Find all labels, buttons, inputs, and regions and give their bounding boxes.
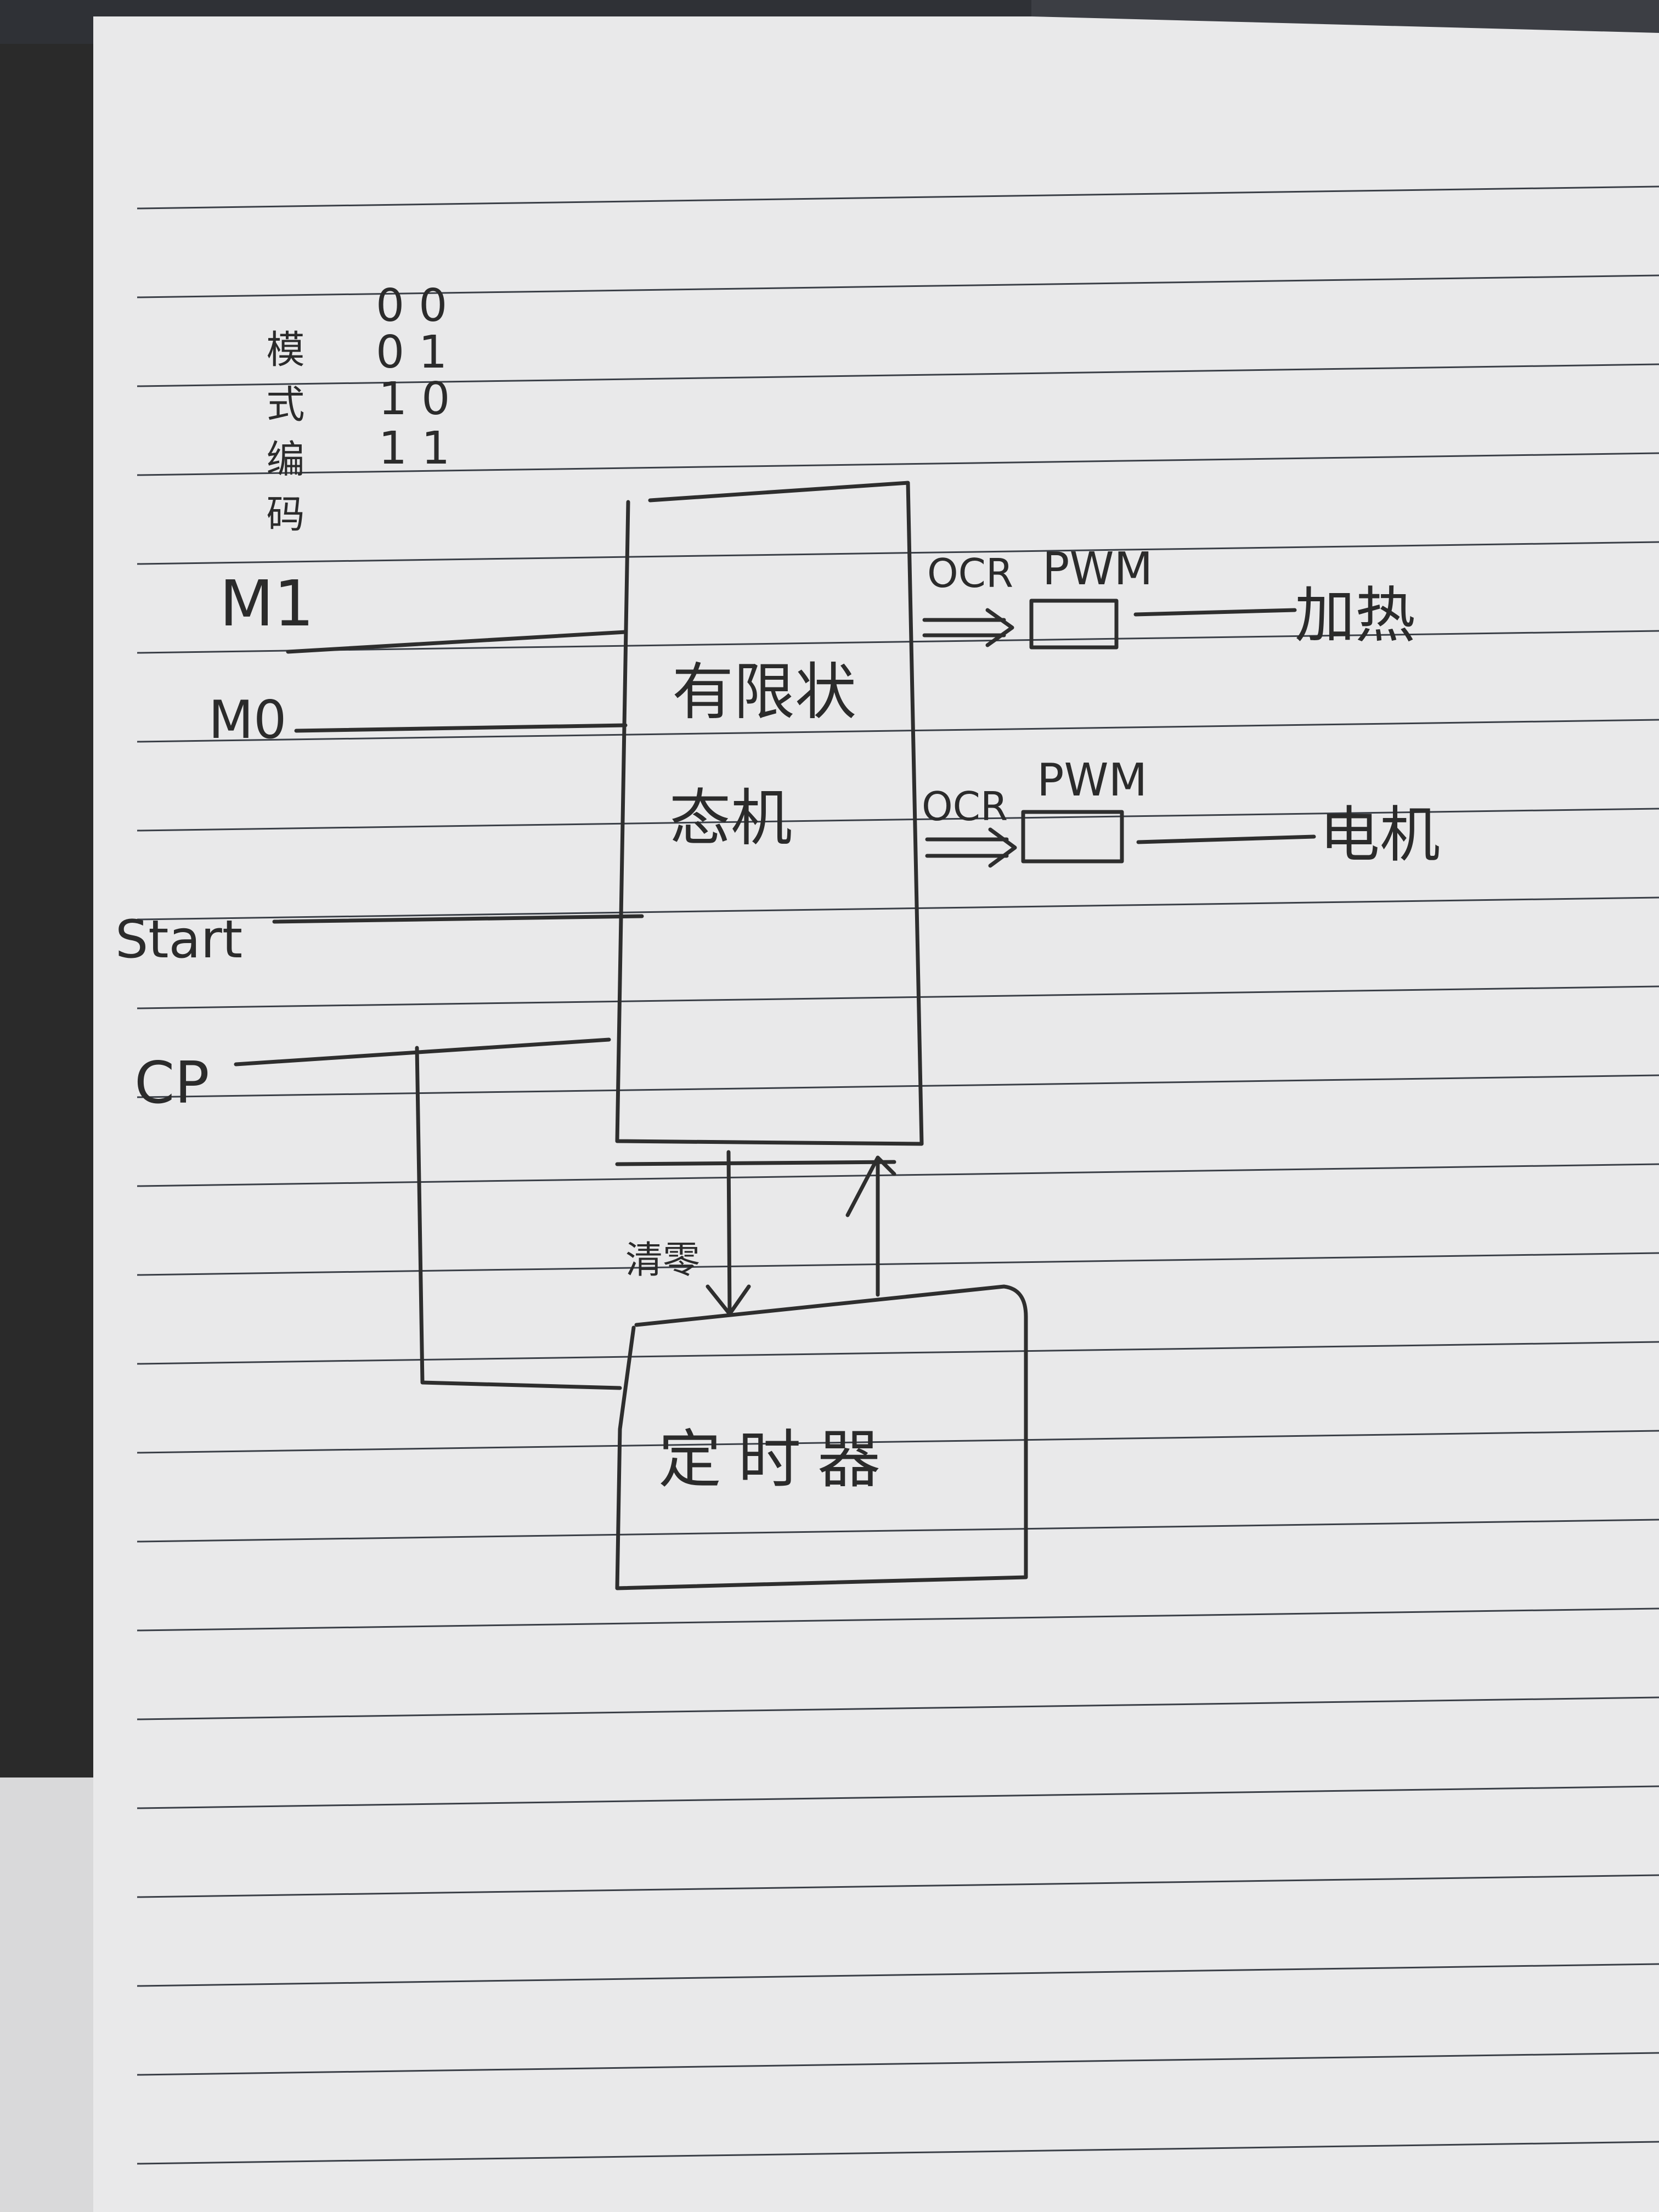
input-start: Start <box>115 910 644 970</box>
fsm-block: 有限状 态机 <box>615 481 924 1146</box>
output-heater-pwm: PWM <box>1042 543 1153 595</box>
mode-code-10: 10 <box>379 373 464 425</box>
ruled-lines <box>137 185 1659 2165</box>
fsm-label-line1: 有限状 <box>672 657 856 728</box>
ruled-line <box>137 1341 1659 1365</box>
mode-code-11: 11 <box>379 422 464 475</box>
fsm-box-outline <box>615 481 924 1146</box>
ruled-line <box>137 719 1659 743</box>
ruled-line <box>137 1074 1659 1098</box>
ruled-line <box>137 1963 1659 1987</box>
input-m1: M1 <box>219 567 628 654</box>
ruled-line <box>137 1874 1659 1898</box>
fsm-label-line2: 态机 <box>669 783 792 854</box>
ruled-line <box>137 1252 1659 1276</box>
output-motor-pwm: PWM <box>1037 754 1147 806</box>
output-motor-double-arrow <box>925 827 1017 868</box>
ruled-line <box>137 630 1659 654</box>
ruled-line <box>137 452 1659 476</box>
input-start-label: Start <box>115 910 242 970</box>
output-motor-wire <box>1136 834 1316 844</box>
output-heater-wire <box>1133 608 1297 617</box>
input-m1-wire <box>286 630 628 654</box>
timer-block: 定时器 <box>615 1284 1028 1590</box>
ruled-line <box>137 1519 1659 1543</box>
mode-code-01: 01 <box>376 326 461 379</box>
ruled-line <box>137 2052 1659 2076</box>
ruled-line <box>137 274 1659 298</box>
mode-code-00: 00 <box>376 280 461 332</box>
input-m1-label: M1 <box>219 567 314 641</box>
ruled-line <box>137 1696 1659 1720</box>
ruled-line <box>137 2141 1659 2165</box>
paper-shadow-edge <box>0 1778 93 2212</box>
ruled-line <box>137 1163 1659 1187</box>
input-m0: M0 <box>208 690 628 751</box>
timer-label: 定时器 <box>658 1423 897 1497</box>
paper-sheet <box>11 16 1659 2212</box>
output-heater-ocr: OCR <box>927 550 1013 596</box>
clear-label: 清零 <box>625 1239 700 1282</box>
ruled-line <box>137 985 1659 1009</box>
output-heater-target: 加热 <box>1295 580 1415 651</box>
output-heater-double-arrow <box>922 608 1014 647</box>
fsm-timer-links: 清零 <box>615 1150 896 1316</box>
output-heater-pwm-box <box>1029 599 1119 650</box>
input-cp-wire <box>234 1037 622 1390</box>
ruled-line <box>137 896 1659 921</box>
output-motor: OCR PWM 电机 <box>922 754 1440 870</box>
ruled-line <box>137 1607 1659 1632</box>
timer-feedback-arrow <box>845 1155 896 1297</box>
input-start-wire <box>272 914 644 924</box>
mode-table: 模式编码 00 01 10 11 <box>260 280 464 549</box>
ruled-line <box>137 185 1659 210</box>
input-cp-label: CP <box>134 1049 210 1116</box>
mode-table-label: 模式编码 <box>260 329 305 549</box>
output-heater: OCR PWM 加热 <box>922 543 1415 651</box>
ruled-line <box>137 541 1659 565</box>
output-motor-ocr: OCR <box>922 783 1008 830</box>
timer-box-outline <box>615 1284 1028 1590</box>
input-m0-wire <box>294 723 628 733</box>
fsm-bottom-link <box>615 1160 896 1166</box>
ruled-line <box>137 1785 1659 1809</box>
input-cp: CP <box>134 1037 622 1390</box>
ruled-line <box>137 808 1659 832</box>
ruled-line <box>137 1430 1659 1454</box>
output-motor-target: 电机 <box>1319 800 1440 870</box>
output-motor-pwm-box <box>1021 810 1124 864</box>
input-m0-label: M0 <box>208 690 286 751</box>
ruled-line <box>137 363 1659 387</box>
